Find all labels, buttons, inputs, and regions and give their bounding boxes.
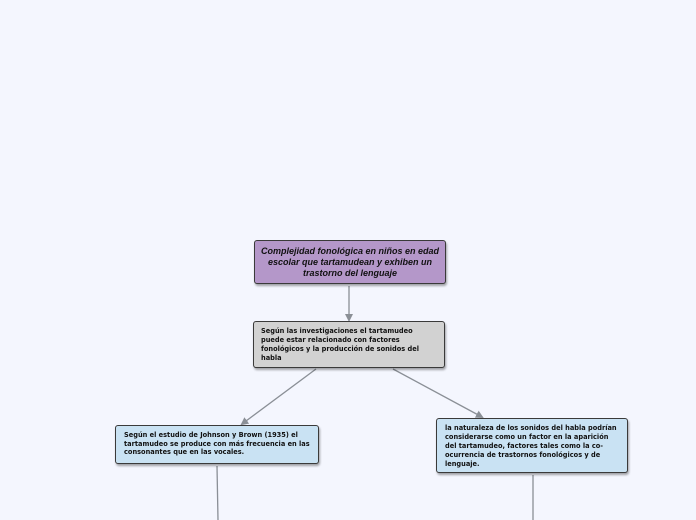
connector-middle-to-left: [240, 368, 317, 426]
connector-middle-to-right: [392, 368, 484, 418]
connector-left-down: [216, 465, 219, 520]
subtopic-node-johnson-brown[interactable]: Según el estudio de Johnson y Brown (193…: [115, 425, 319, 464]
subtopic-node-investigaciones[interactable]: Según las investigaciones el tartamudeo …: [253, 321, 445, 368]
subtopic-node-naturaleza-sonidos[interactable]: la naturaleza de los sonidos del habla p…: [436, 418, 628, 473]
root-topic-node[interactable]: Complejidad fonológica en niños en edad …: [254, 240, 446, 284]
